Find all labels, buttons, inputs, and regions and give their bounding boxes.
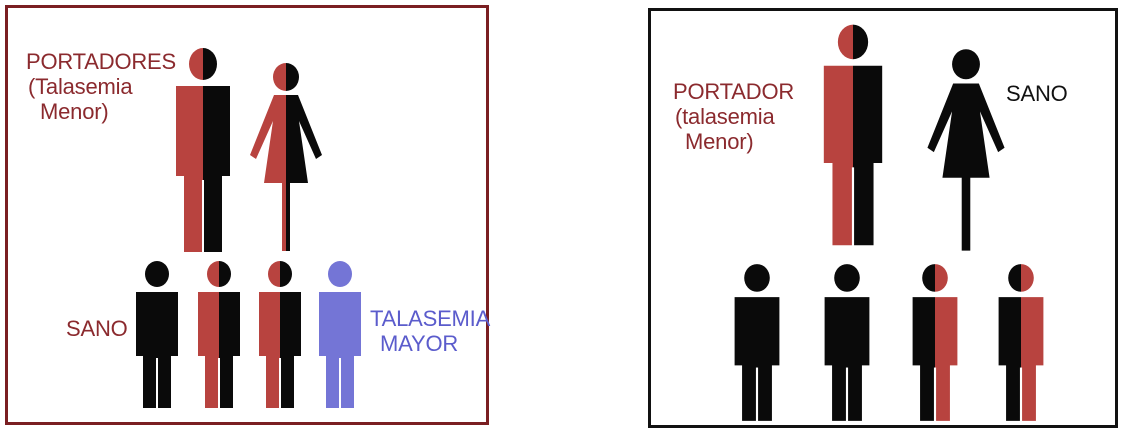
right-mother-woman-figure-icon <box>927 49 1005 251</box>
left-child-4-major-figure-icon <box>319 261 361 410</box>
right-child-2-healthy-figure-icon <box>824 264 870 423</box>
right-child-3-carrier-figure-icon <box>912 264 958 423</box>
carriers-label: PORTADORES (Talasemia Menor) <box>26 49 176 124</box>
right-diagram-panel: PORTADOR (talasemia Menor) SANO <box>648 8 1118 428</box>
right-father-man-figure-icon <box>823 24 883 248</box>
carriers-label-line1: PORTADORES <box>26 49 176 74</box>
portador-label-line3: Menor) <box>685 129 754 154</box>
right-child-1-healthy-figure-icon <box>734 264 780 423</box>
sano-label: SANO <box>66 316 128 341</box>
left-diagram-panel: PORTADORES (Talasemia Menor) SANO TALASE… <box>5 5 490 425</box>
portador-label-line2: (talasemia <box>675 104 775 129</box>
talasemia-mayor-label: TALASEMIA MAYOR <box>370 306 490 356</box>
portador-label: PORTADOR (talasemia Menor) <box>673 79 794 154</box>
talasemia-mayor-line1: TALASEMIA <box>370 306 491 331</box>
talasemia-mayor-line2: MAYOR <box>380 331 459 356</box>
left-child-3-carrier-figure-icon <box>259 261 301 410</box>
left-child-2-carrier-figure-icon <box>198 261 240 410</box>
left-child-1-healthy-figure-icon <box>136 261 178 410</box>
portador-label-line1: PORTADOR <box>673 79 795 104</box>
right-child-4-carrier-figure-icon <box>998 264 1044 423</box>
left-father-man-figure-icon <box>176 48 230 254</box>
sano-right-label: SANO <box>1006 81 1068 106</box>
carriers-label-line3: Menor) <box>40 99 109 124</box>
left-mother-woman-figure-icon <box>250 63 322 251</box>
carriers-label-line2: (Talasemia <box>28 74 133 99</box>
